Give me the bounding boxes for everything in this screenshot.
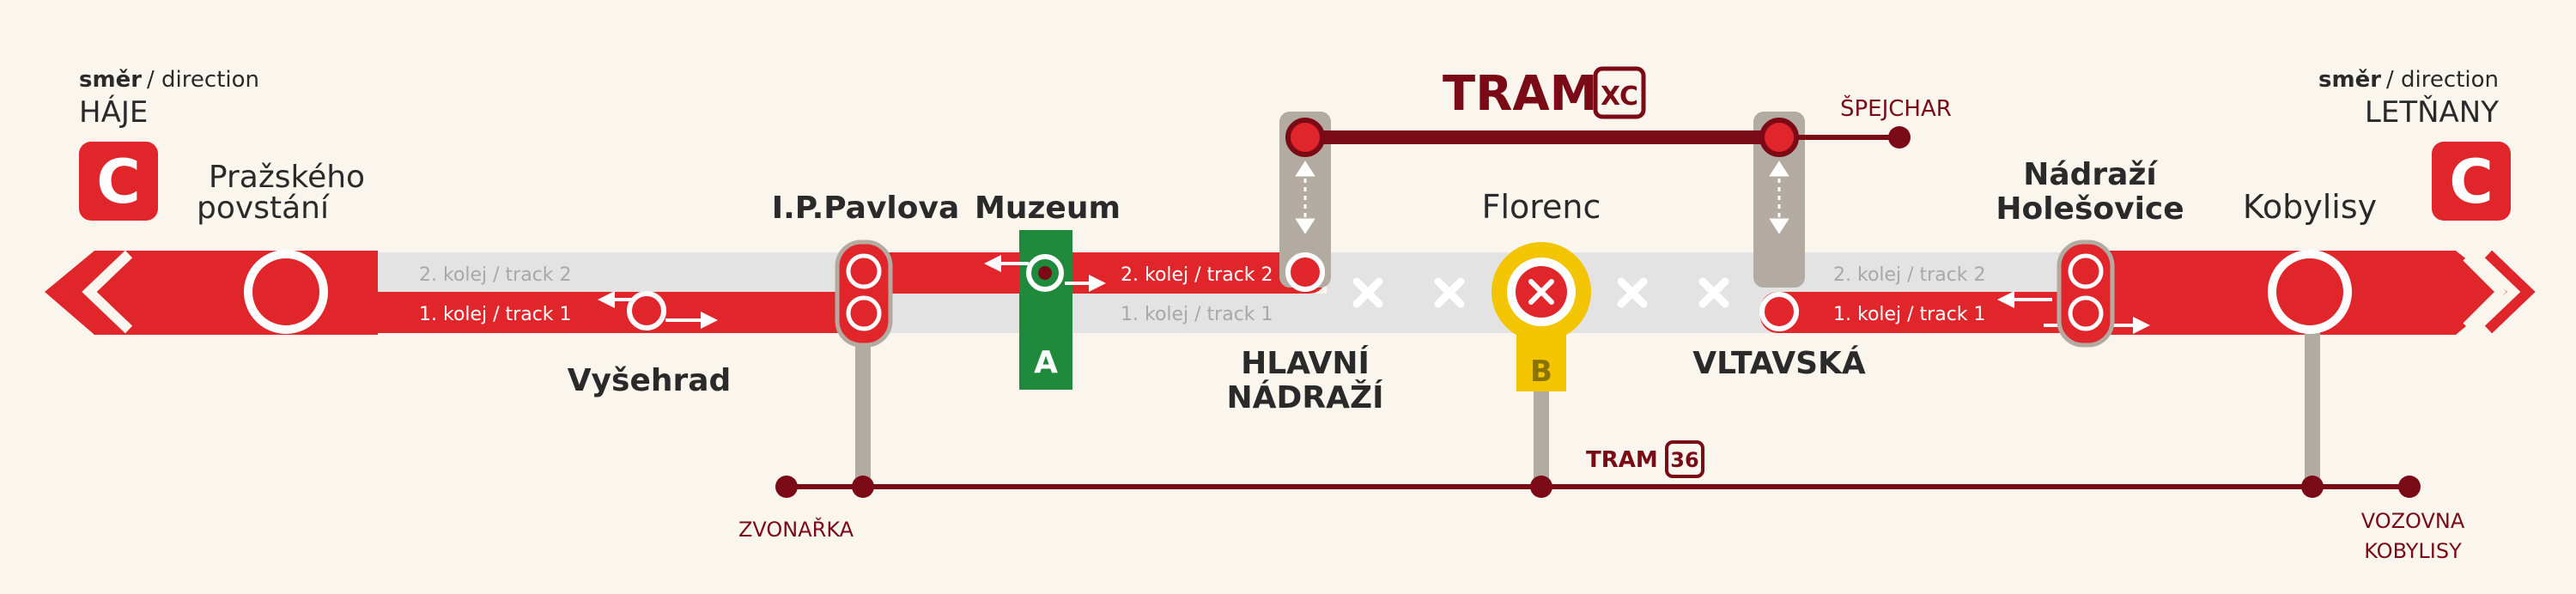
tram-36-florenc-dot <box>1530 476 1552 498</box>
station-nadrazi-holesovice-marker-top[interactable] <box>2068 253 2104 289</box>
tram-36-label: TRAM <box>1586 447 1658 473</box>
station-hlavni-nadrazi-label-2: NÁDRAŽÍ <box>1227 379 1384 415</box>
station-nadrazi-holesovice-label-2: Holešovice <box>1996 191 2184 227</box>
station-prazskeho-povstani-marker[interactable] <box>244 250 328 334</box>
tram-xc-label: TRAM <box>1443 66 1597 122</box>
station-vysehrad-marker[interactable] <box>627 291 666 330</box>
tram-36-ipp-dot <box>852 476 874 498</box>
left-direction-cz: směr <box>79 67 142 93</box>
right-track2-strip <box>1773 252 2108 292</box>
right-line-c-badge <box>2432 142 2511 221</box>
station-kobylisy-label: Kobylisy <box>2243 188 2377 226</box>
station-kobylisy-marker[interactable] <box>2268 250 2352 334</box>
station-ip-pavlova-marker-bottom[interactable] <box>846 295 882 331</box>
updown-arrow-icon <box>1295 161 1789 234</box>
right-chevron-inner <box>2463 254 2507 330</box>
tram-xc-left-node <box>1285 118 1325 157</box>
station-florenc-label: Florenc <box>1482 188 1601 226</box>
station-hlavni-nadrazi-marker[interactable] <box>1285 252 1325 292</box>
closed-x-icon <box>1352 277 1729 308</box>
station-vysehrad-label: Vyšehrad <box>568 363 732 398</box>
right-direction-label: směr/ direction <box>2318 67 2499 93</box>
tram-36-vozovna-dot <box>2398 476 2421 498</box>
kobylisy-connector <box>2305 326 2320 489</box>
tram-36-zvonarka-dot <box>775 476 798 498</box>
station-muzeum-label: Muzeum <box>975 191 1121 226</box>
left-track2-label: 2. kolej / track 2 <box>419 264 572 286</box>
station-ip-pavlova-label: I.P.Pavlova <box>772 191 960 226</box>
tram-36-kobylisy-dot <box>2301 476 2324 498</box>
station-prazskeho-povstani-label-2: povstání <box>197 191 330 226</box>
station-hlavni-nadrazi-label-1: HLAVNÍ <box>1241 345 1370 381</box>
left-direction-terminus: HÁJE <box>79 94 148 130</box>
station-ip-pavlova-marker-top[interactable] <box>846 253 882 289</box>
tram-36-badge-box <box>1665 440 1704 478</box>
station-nadrazi-holesovice-marker-bottom[interactable] <box>2068 295 2104 331</box>
tram-36-zvonarka-label: ZVONAŘKA <box>738 517 854 542</box>
right-chevron <box>2484 250 2536 334</box>
station-nadrazi-holesovice-label-1: Nádraží <box>2023 157 2158 192</box>
tram-36-badge: 36 <box>1670 448 1698 472</box>
tram-xc-right-node <box>1759 118 1799 157</box>
left-direction-label: směr/ direction <box>79 67 259 93</box>
vysehrad-direction-arrows-icon <box>598 291 718 329</box>
tram-xc-badge-box <box>1593 66 1646 119</box>
right-direction-cz: směr <box>2318 67 2381 93</box>
tram-xc-badge: XC <box>1601 82 1638 112</box>
mid-track2-label: 2. kolej / track 2 <box>1121 264 1273 286</box>
muzeum-direction-arrows-icon <box>984 255 1106 292</box>
station-vltavska-marker[interactable] <box>1759 292 1799 331</box>
right-direction-terminus: LETŇANY <box>2365 94 2499 130</box>
right-direction-en: / direction <box>2386 67 2499 93</box>
tram-xc-stop-label: ŠPEJCHAR <box>1840 94 1952 122</box>
tram-36-vozovna-label: VOZOVNA <box>2361 509 2465 533</box>
mid-track2-red <box>863 252 1327 294</box>
muzeum-line-a-letter: A <box>1034 345 1058 380</box>
station-vltavska-label: VLTAVSKÁ <box>1692 345 1866 381</box>
left-chevron <box>82 250 133 334</box>
florenc-connector <box>1534 369 1549 489</box>
florenc-line-b-letter: B <box>1530 355 1552 389</box>
left-direction-en: / direction <box>147 67 259 93</box>
mid-track1-label: 1. kolej / track 1 <box>1121 304 1273 325</box>
left-track1-label: 1. kolej / track 1 <box>419 304 572 325</box>
mid-track1-gray <box>863 294 1331 333</box>
left-track2-strip <box>378 252 863 292</box>
right-track1-label: 1. kolej / track 1 <box>1833 304 1986 325</box>
muzeum-inner-dot <box>1038 266 1052 280</box>
tram-36-kobylisy-label: KOBYLISY <box>2364 539 2462 563</box>
right-track2-label: 2. kolej / track 2 <box>1833 264 1986 286</box>
right-track1-red <box>1760 292 2108 333</box>
tram-xc-stop-dot <box>1888 126 1911 148</box>
right-line-c-letter: C <box>2449 147 2493 217</box>
left-line-c-badge <box>79 142 158 221</box>
station-prazskeho-povstani-label-1: Pražského <box>209 160 365 195</box>
ipp-connector <box>855 322 871 489</box>
left-line-c-letter: C <box>96 147 140 217</box>
florenc-closed-x-icon <box>1528 279 1554 305</box>
